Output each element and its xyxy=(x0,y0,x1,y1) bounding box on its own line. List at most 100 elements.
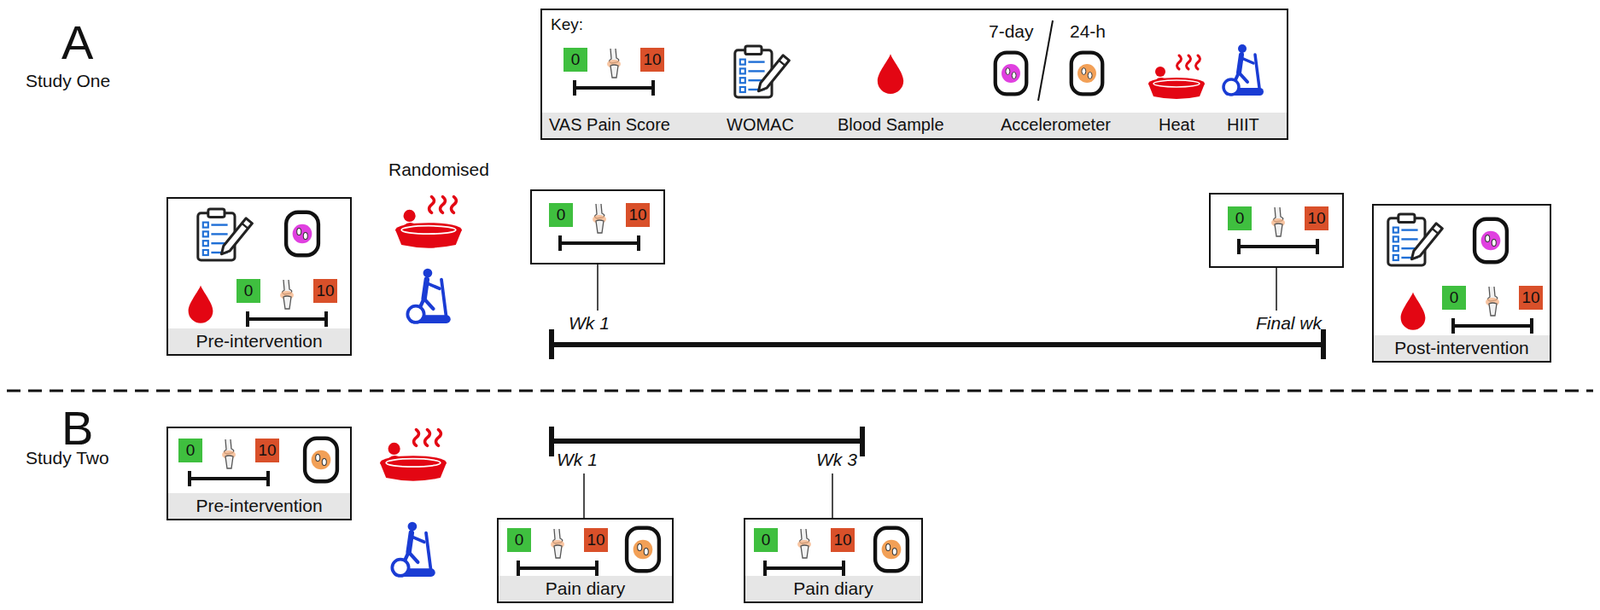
label-band: Pain diary xyxy=(745,576,922,602)
stage-label: Pre-intervention xyxy=(195,496,322,517)
vas-min-value: 0 xyxy=(244,281,254,301)
label-band: Pre-intervention xyxy=(168,493,351,520)
vas-max-square: 10 xyxy=(625,203,650,228)
leader-line xyxy=(1275,268,1278,311)
study-letter: B xyxy=(61,404,94,453)
vas-max-square: 10 xyxy=(1304,206,1329,231)
vas-bar xyxy=(563,78,665,98)
vas-bar xyxy=(1442,316,1543,336)
vas-scale: 0 10 xyxy=(753,528,855,579)
legend-label: VAS Pain Score xyxy=(548,114,671,135)
key-box xyxy=(541,9,1288,140)
label-band: Pain diary xyxy=(498,576,672,602)
knee-icon xyxy=(601,47,627,79)
accelerometer-icon xyxy=(623,525,663,575)
heat-tub-icon xyxy=(1145,52,1208,101)
randomised-label: Randomised xyxy=(388,158,490,181)
leader-line xyxy=(831,473,834,519)
vas-max-square: 10 xyxy=(1518,286,1543,310)
vas-bar xyxy=(1227,237,1329,257)
stage-box: 0 10Post-intervention xyxy=(1372,204,1552,363)
vas-max-value: 10 xyxy=(586,531,605,550)
legend-label: Accelerometer xyxy=(1000,114,1111,135)
hiit-trainer-icon xyxy=(402,265,455,331)
accelerometer-icon xyxy=(1068,49,1106,98)
vas-min-value: 0 xyxy=(761,531,771,550)
vas-max-square: 10 xyxy=(830,528,855,553)
stage-box: 0 10Pre-intervention xyxy=(166,197,352,357)
knee-icon xyxy=(216,438,242,470)
womac-clipboard xyxy=(1383,210,1446,269)
stage-label: Post-intervention xyxy=(1394,338,1530,359)
key-heading: Key: xyxy=(550,15,584,36)
vas-bar xyxy=(236,309,338,329)
vas-scale: 010 xyxy=(178,438,280,489)
legend-label: HIIT xyxy=(1226,114,1260,135)
blood-drop xyxy=(1397,289,1429,333)
vas-scale: 0 10 xyxy=(563,47,665,98)
week-label: Final wk xyxy=(1255,312,1322,334)
vas-min-square: 0 xyxy=(236,279,261,304)
vas-max-value: 10 xyxy=(628,205,647,225)
blood-drop xyxy=(874,51,907,96)
stage-box: 0 10 xyxy=(530,189,666,265)
hiit-trainer-icon xyxy=(1219,42,1268,101)
blood-drop xyxy=(185,282,217,326)
stage-box: 0 10Pain diary xyxy=(496,518,674,604)
leader-line xyxy=(596,264,599,311)
stage-label: Pain diary xyxy=(545,578,625,600)
vas-scale: 0 10 xyxy=(507,528,608,579)
accelerometer-icon xyxy=(282,209,322,259)
study-name: Study Two xyxy=(25,447,110,469)
knee-icon xyxy=(544,528,571,560)
vas-scale: 0 10 xyxy=(548,203,650,253)
key-band xyxy=(542,112,1287,139)
vas-bar xyxy=(178,469,280,489)
label-band: Pre-intervention xyxy=(168,328,351,355)
accelerometer-icon xyxy=(871,525,911,575)
vas-bar xyxy=(753,559,855,579)
stage-box: 010Pre-intervention xyxy=(166,426,352,521)
knee-icon xyxy=(1265,206,1291,238)
study-divider xyxy=(6,390,1594,393)
vas-min-square: 0 xyxy=(563,47,588,72)
stage-label: Pain diary xyxy=(793,578,873,600)
vas-min-square: 0 xyxy=(1442,286,1466,310)
heat-tub-icon xyxy=(392,193,465,251)
accelerometer-icon xyxy=(301,435,341,485)
timeline-tick xyxy=(859,426,865,457)
week-label: Wk 1 xyxy=(556,449,598,471)
week-label: Wk 1 xyxy=(568,312,610,334)
vas-min-value: 0 xyxy=(514,531,525,550)
vas-max-value: 10 xyxy=(1521,288,1540,308)
stage-box: 0 10Pain diary xyxy=(743,518,923,604)
vas-max-square: 10 xyxy=(583,528,608,553)
vas-scale: 0 10 xyxy=(236,279,338,329)
stage-label: Pre-intervention xyxy=(195,331,322,352)
stage-box: 010 xyxy=(1208,192,1344,269)
vas-min-value: 0 xyxy=(1449,288,1460,308)
vas-min-square: 0 xyxy=(753,528,778,553)
vas-min-square: 0 xyxy=(548,203,573,228)
vas-bar xyxy=(548,233,650,253)
legend-label: Blood Sample xyxy=(837,114,945,135)
vas-min-value: 0 xyxy=(186,441,196,461)
knee-icon xyxy=(1479,286,1506,317)
vas-max-value: 10 xyxy=(642,50,661,70)
vas-max-value: 10 xyxy=(833,531,852,550)
accelerometer-duration: 7-day xyxy=(988,20,1034,42)
womac-clipboard xyxy=(193,205,256,264)
knee-icon xyxy=(274,279,300,310)
key-slash xyxy=(1038,20,1053,101)
timeline-tick xyxy=(548,426,555,457)
accelerometer-duration: 24-h xyxy=(1069,20,1106,42)
study-name: Study One xyxy=(25,70,111,92)
vas-scale: 0 10 xyxy=(1442,286,1543,336)
knee-icon xyxy=(791,528,818,560)
womac-clipboard xyxy=(730,42,793,101)
week-label: Wk 3 xyxy=(816,449,858,471)
vas-min-value: 0 xyxy=(556,205,567,225)
vas-max-square: 10 xyxy=(313,279,338,304)
accelerometer-icon xyxy=(1471,216,1511,266)
study-letter: A xyxy=(61,18,94,67)
